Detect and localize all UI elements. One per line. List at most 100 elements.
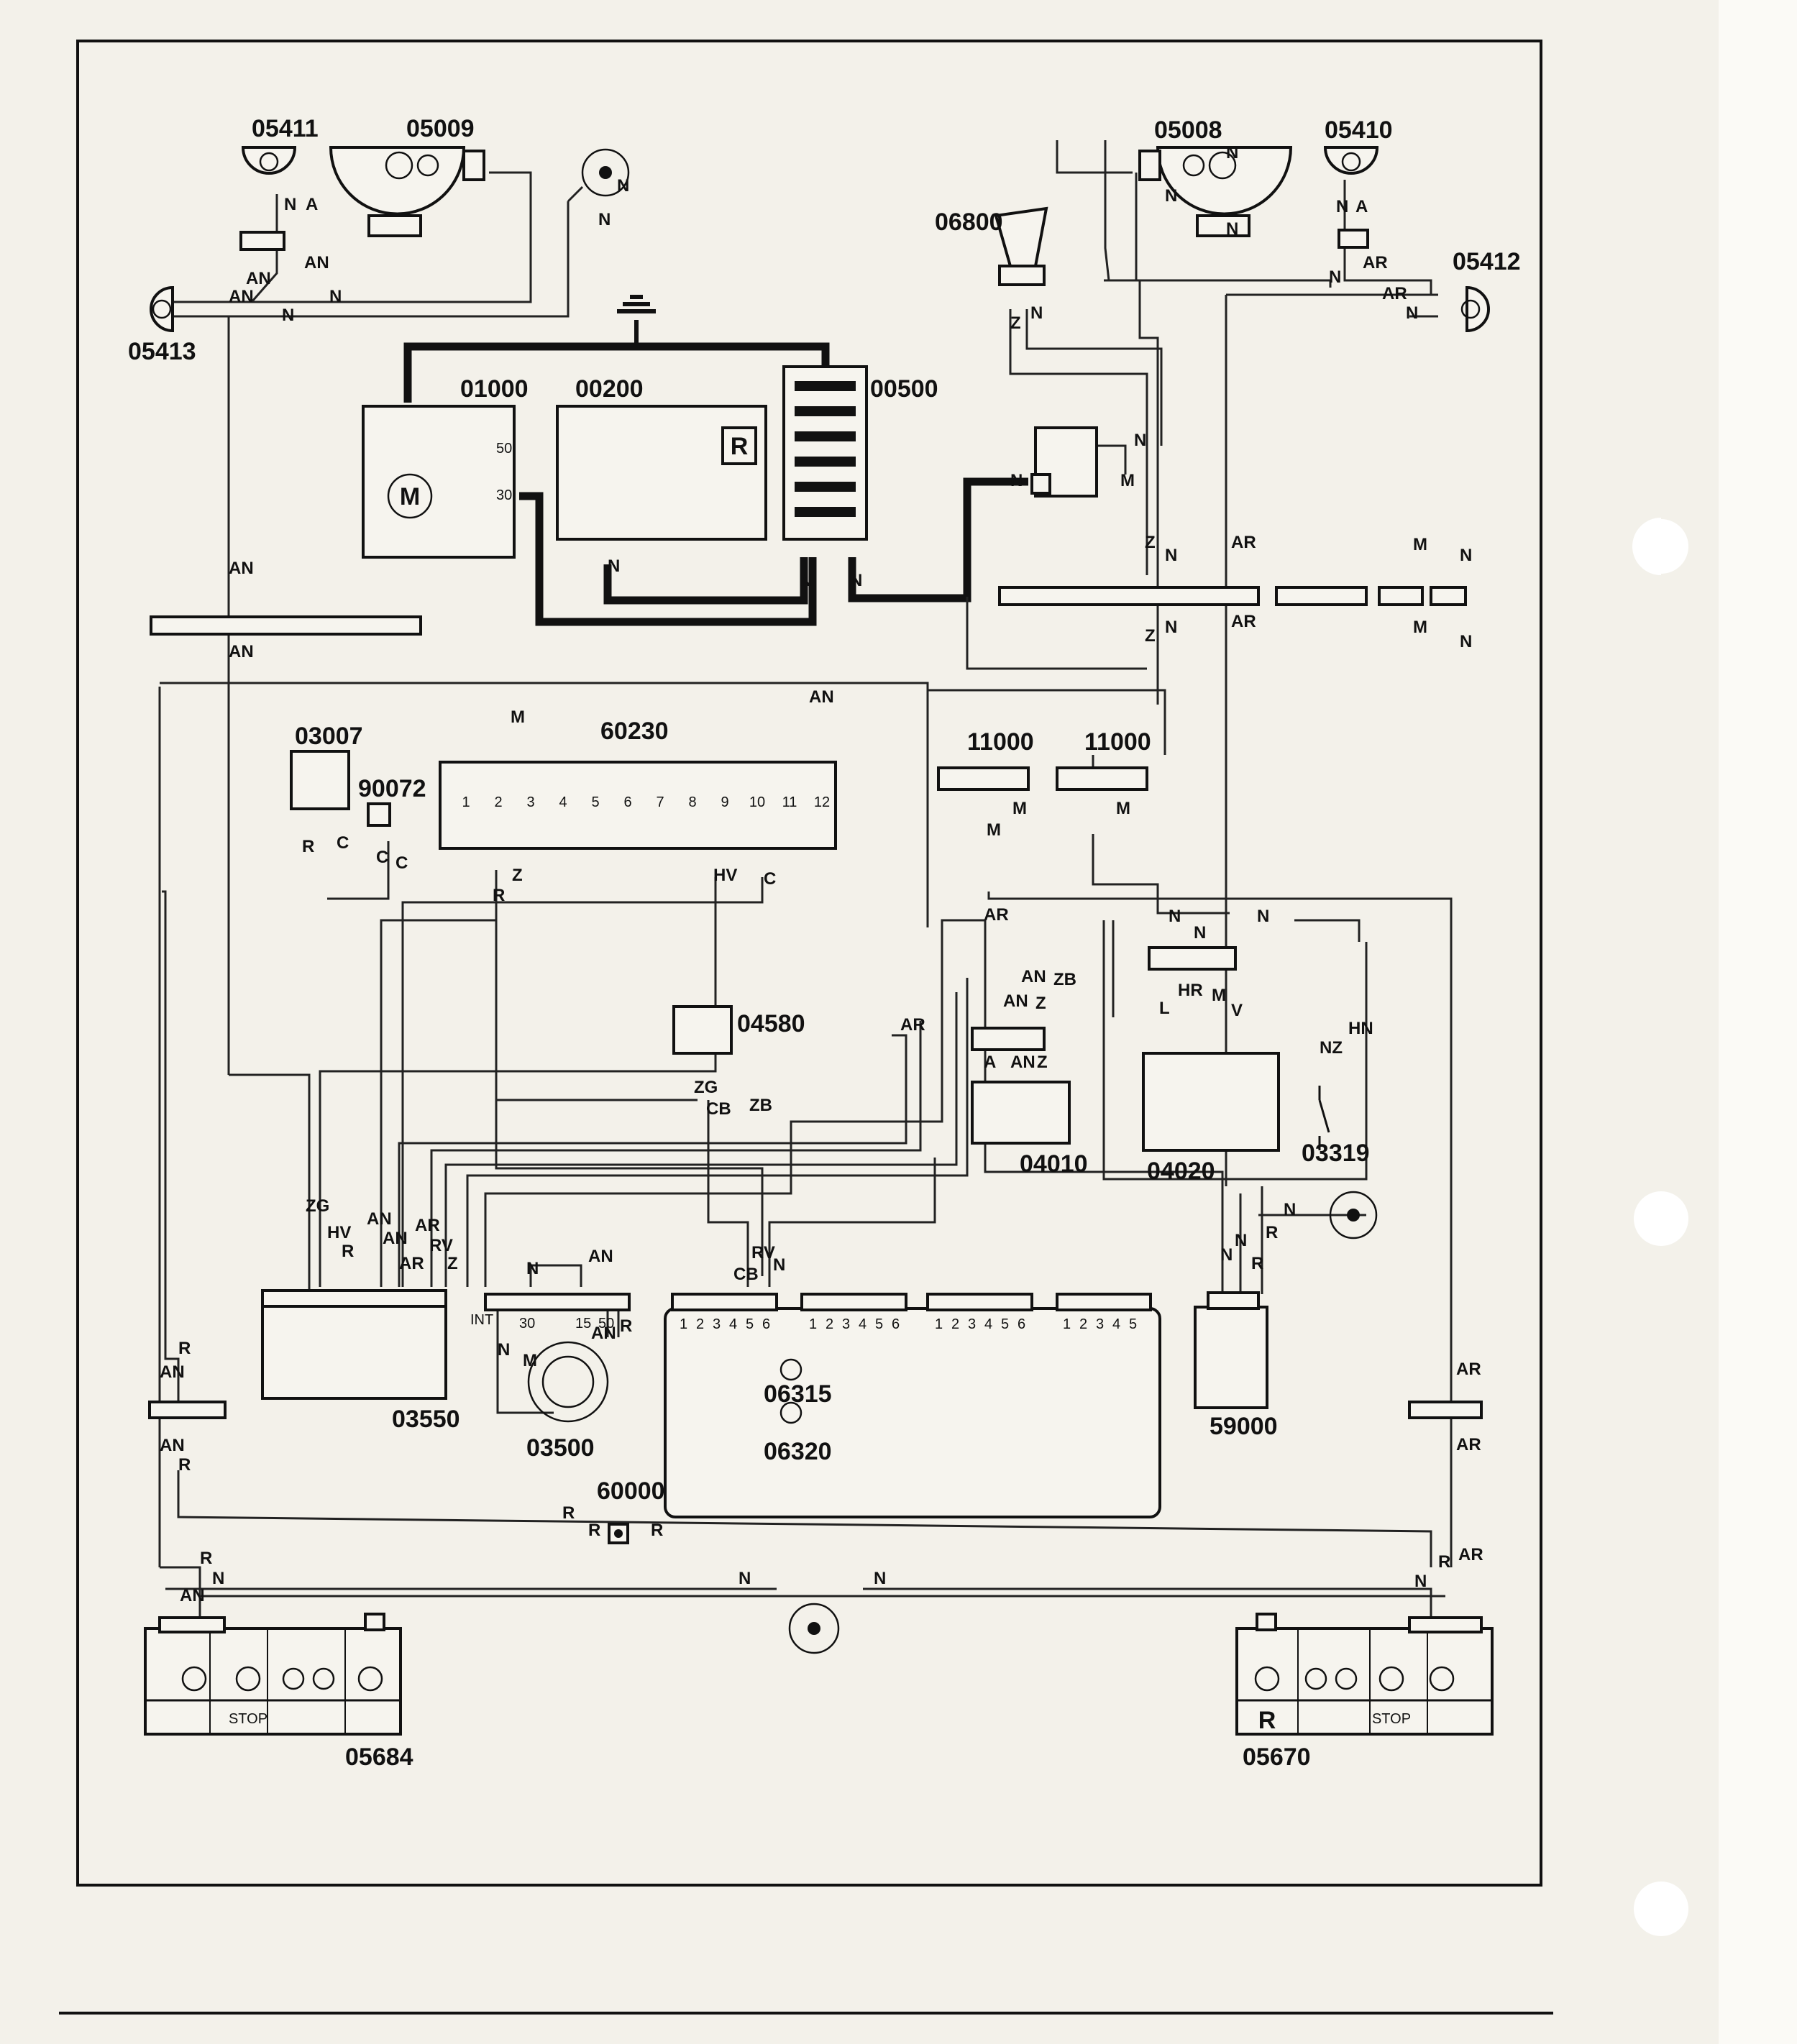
component-code: 05412 [1453,248,1521,275]
wire-color-label: A [984,1053,996,1072]
page-edge [1719,0,1797,2044]
ground-ring-bottom [788,1603,840,1654]
wire-color-label: ZB [749,1096,772,1115]
fuse-number: 8 [688,794,696,810]
wire-color-label: R [620,1316,632,1336]
wire-color-label: AN [246,269,271,288]
wire-color-label: AN [229,559,254,578]
pin-label: 3 [968,1316,976,1332]
fuse-number: 5 [591,794,599,810]
junction-block-top [1030,426,1098,498]
wire-color-label: N [498,1340,510,1360]
wire-color-label: N [1414,1572,1427,1591]
part-90072 [367,802,391,827]
wire-color-label: N [598,210,611,229]
lamp-05410 [1323,146,1379,249]
fuse-number: 3 [526,794,534,810]
taillight-05670: R STOP [1235,1613,1494,1736]
alternator-00200: R [556,405,767,541]
wire-color-label: AR [1231,612,1256,631]
component-code: 03319 [1302,1140,1370,1167]
pin-label: 4 [1112,1316,1120,1332]
pin-label: 5 [1129,1316,1137,1332]
component-code: 60000 [597,1477,665,1505]
wire-color-label: HV [713,866,737,885]
terminal-int: INT [470,1312,493,1328]
wire-color-label: R [493,886,505,905]
component-code: 90072 [358,775,426,802]
terminal-50: 50 [496,441,512,457]
connector-60000 [608,1523,629,1544]
fuse-number: 1 [462,794,470,810]
wire-color-label: R [588,1521,600,1540]
wire-color-label: AR [399,1254,424,1273]
wire-color-label: N [773,1255,785,1275]
pin-label: 2 [696,1316,704,1332]
wire-color-label: R [1438,1552,1450,1572]
component-code: 06320 [764,1438,832,1465]
wire-color-label: N [329,287,342,306]
wire-color-label: AR [1456,1360,1481,1379]
wire-color-label: N [617,176,629,196]
wire-color-label: N [1165,618,1177,637]
fuse-number: 7 [656,794,664,810]
terminal-30: 30 [496,487,512,503]
connector-bar-mid4 [1430,586,1467,606]
wire-color-label: R [178,1339,191,1358]
lamp-05413 [150,285,174,333]
terminal-ig15: 15 [575,1316,591,1332]
wire-color-label: N [850,571,862,590]
headlamp-05009 [329,146,485,237]
wire-color-label: N [1030,303,1043,323]
component-code: 05684 [345,1743,413,1771]
component-code: 00200 [575,375,644,403]
pin-label: 3 [713,1316,721,1332]
pin-label: 1 [1063,1316,1071,1332]
switch-04010-connector [971,1027,1046,1051]
wire-color-label: Z [1145,533,1156,552]
headlamp-05008 [1138,146,1293,237]
wire-color-label: AR [1382,284,1407,303]
wire-color-label: V [1231,1001,1243,1020]
wire-color-label: C [395,853,408,873]
switch-03319 [1318,1086,1330,1150]
wire-color-label: M [987,820,1001,840]
wire-color-label: N [1336,197,1348,216]
connector-bar-mid2 [1275,586,1368,606]
wire-color-label: AN [591,1324,616,1343]
wire-color-label: AN [809,687,834,707]
fuse-number: 6 [623,794,631,810]
pin-label: 1 [935,1316,943,1332]
connector-pin-labels: 1 2 3 4 5 6 1 2 3 4 5 6 1 2 3 4 5 6 1 2 … [680,1316,1137,1332]
binder-hole-1 [1634,519,1688,574]
lamp-05412 [1460,285,1490,333]
wire-color-label: RV [751,1243,775,1262]
wire-color-label: RV [429,1236,453,1255]
component-code: 06315 [764,1380,832,1408]
switch-04020 [1142,1052,1280,1152]
wire-color-label: N [1284,1200,1296,1219]
wire-color-label: AR [1456,1435,1481,1454]
wire-color-label: N [1406,303,1418,323]
component-code: 05411 [252,115,319,142]
component-code: 05009 [406,115,475,142]
wire-color-label: N [1235,1231,1247,1250]
taillight-05684: STOP [144,1613,402,1736]
wire-color-label: Z [447,1254,458,1273]
wire-color-label: M [511,707,525,727]
wire-color-label: N [1460,632,1472,651]
wire-color-label: HR [1178,981,1203,1000]
wire-color-label: N [1226,219,1238,239]
terminal-ig30: 30 [519,1316,535,1332]
component-code: 11000 [967,728,1034,756]
binder-hole-3 [1634,1882,1688,1936]
ignition-03500: 30 15 50 INT [470,1293,631,1423]
pin-label: 5 [746,1316,754,1332]
pin-label: 5 [1001,1316,1009,1332]
switch-03550 [261,1293,447,1400]
pin-label: 6 [892,1316,900,1332]
binder-hole-2 [1634,1191,1688,1246]
pin-label: 2 [951,1316,959,1332]
fuse-numbers: 1 2 3 4 5 6 7 8 9 10 11 12 [462,794,830,810]
